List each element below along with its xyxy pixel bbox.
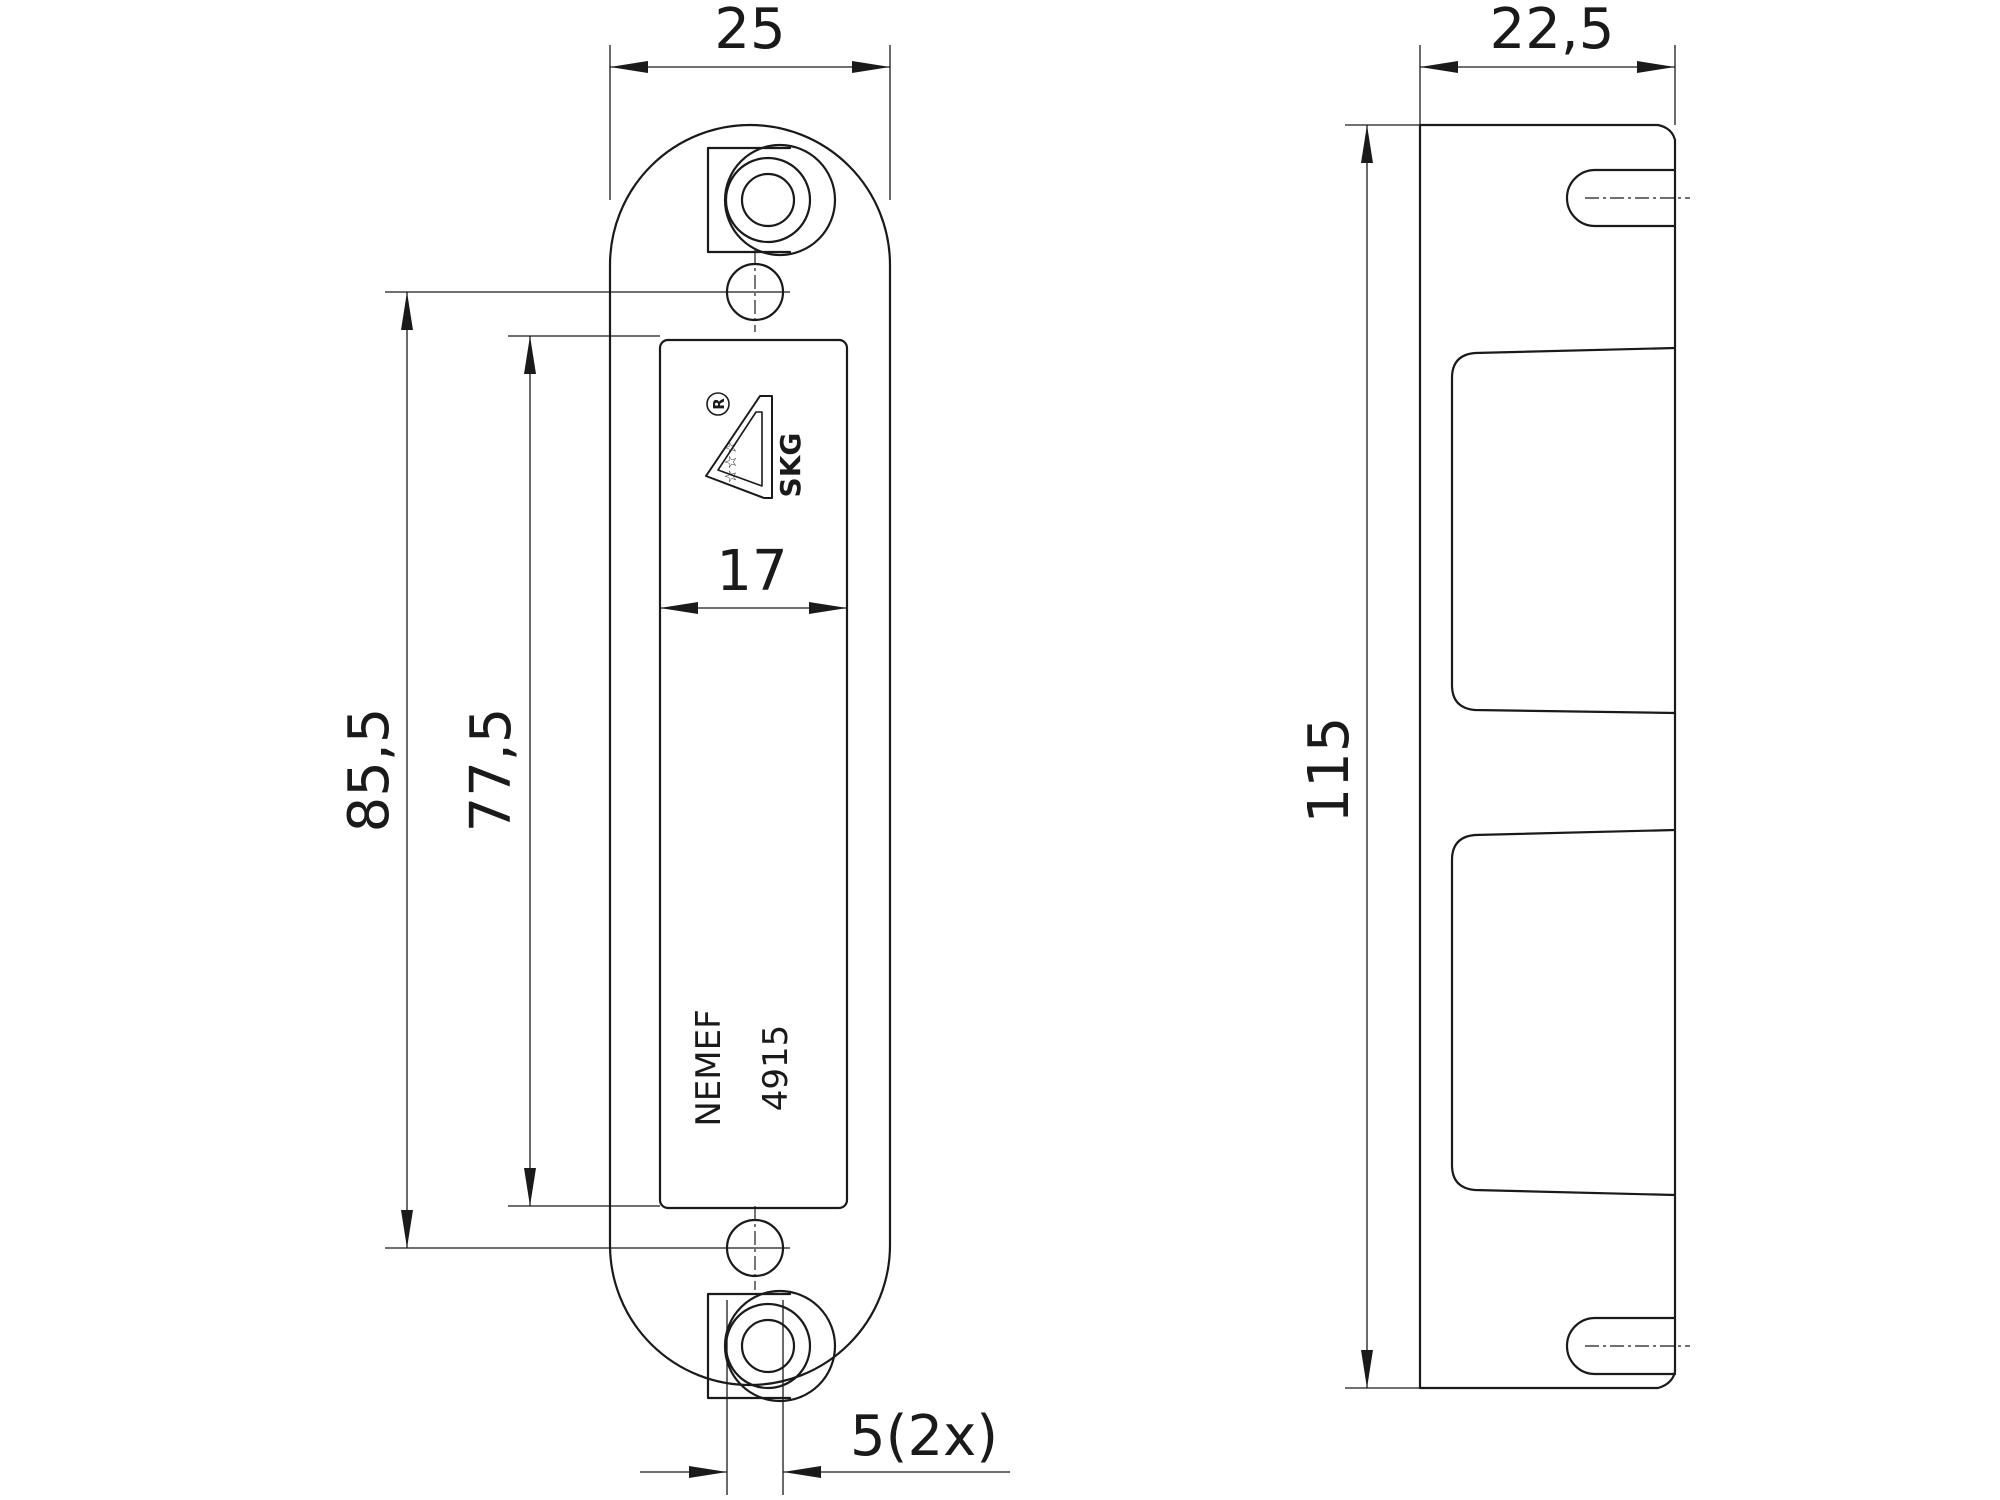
- lower-recess: [1450, 828, 1677, 1197]
- dim-total-height: 115: [1297, 124, 1420, 1389]
- svg-text:☆☆☆: ☆☆☆: [721, 440, 740, 483]
- dim-total-height-label: 115: [1297, 717, 1362, 824]
- dim-opening-height-label: 77,5: [459, 708, 524, 833]
- front-view: ☆☆☆ R SKG NEMEF 4915: [608, 123, 892, 1403]
- top-screw-boss: [706, 143, 837, 257]
- brand-label: NEMEF: [689, 1009, 729, 1126]
- bottom-screw-boss: [706, 1289, 837, 1403]
- skg-registered-mark: R: [710, 398, 728, 410]
- dim-opening-width: 17: [660, 539, 847, 614]
- side-view: [1418, 123, 1690, 1390]
- dim-front-width: 25: [609, 0, 891, 200]
- skg-keyring-shield-icon: [705, 395, 773, 499]
- bottom-pin: [1565, 1316, 1690, 1376]
- dim-opening-width-label: 17: [716, 539, 787, 604]
- dim-hole-spacing-label: 85,5: [337, 708, 402, 833]
- dim-opening-height: 77,5: [459, 335, 660, 1207]
- strike-opening: [658, 338, 849, 1210]
- dim-hole-diameter: 5(2x): [640, 1300, 1010, 1495]
- dim-front-width-label: 25: [714, 0, 785, 62]
- model-label: 4915: [756, 1025, 796, 1112]
- dim-side-width-label: 22,5: [1490, 0, 1615, 62]
- dim-hole-diameter-label: 5(2x): [850, 1404, 998, 1469]
- upper-recess: [1450, 346, 1677, 715]
- skg-logo: ☆☆☆ R SKG: [705, 392, 807, 499]
- side-outline: [1418, 123, 1677, 1390]
- dim-hole-spacing: 85,5: [337, 291, 790, 1249]
- top-pin: [1565, 168, 1690, 228]
- dim-side-width: 22,5: [1419, 0, 1676, 125]
- skg-logo-text: SKG: [774, 433, 807, 498]
